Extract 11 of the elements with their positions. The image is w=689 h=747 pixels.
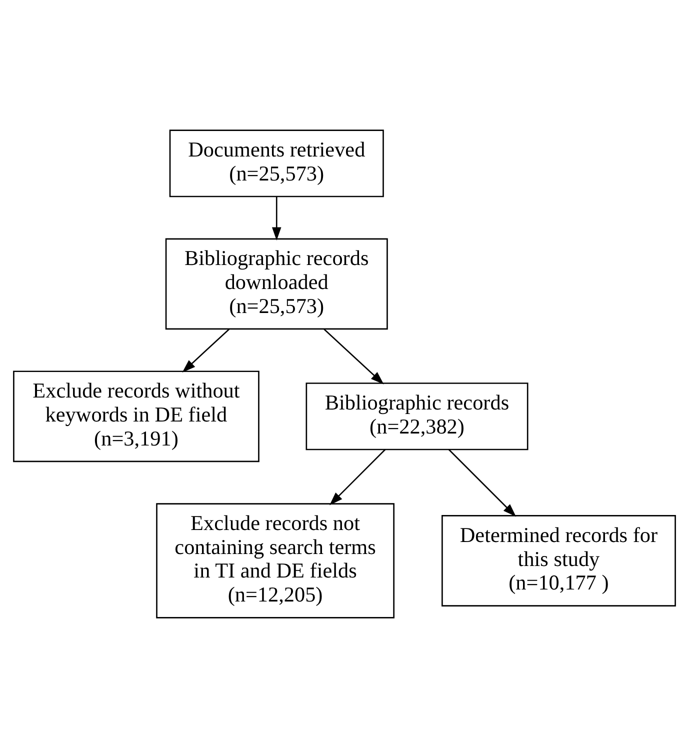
arrow [324,328,384,384]
arrow [272,196,282,240]
node-box: Exclude records without keywords in DE field (n=3,191) [13,370,260,462]
node-box: Exclude records not containing search terms in TI and DE fields (n=12,205) [156,502,394,618]
arrow [448,448,516,516]
node-box: Bibliographic records downloaded (n=25,573) [165,238,388,330]
node-box: Determined records for this study (n=10,177 ) [442,514,676,606]
node-box: Documents retrieved (n=25,573) [169,129,384,197]
arrow [182,328,230,372]
node-box: Bibliographic records (n=22,382) [306,382,528,450]
arrow [330,448,386,505]
